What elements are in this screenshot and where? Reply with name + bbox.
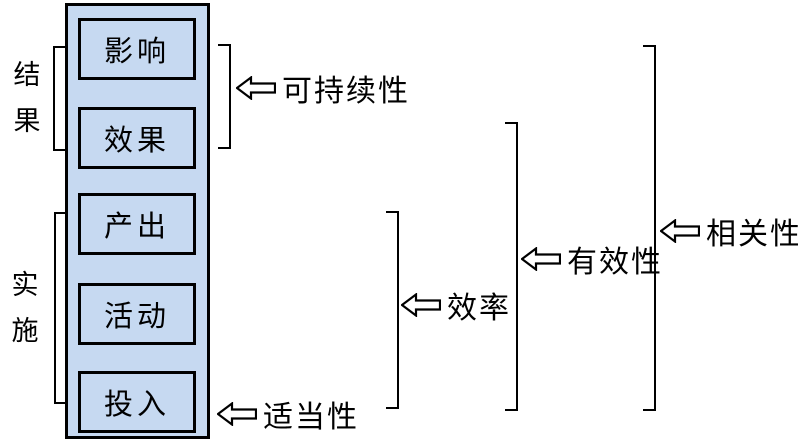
criterion-label: 适当性 — [263, 401, 359, 434]
group-label-results: 结果 — [13, 60, 41, 136]
stage-box-input: 投入 — [78, 371, 196, 433]
bracket-results — [53, 46, 67, 151]
stage-box-outcome: 效果 — [78, 107, 196, 169]
left-arrow-icon — [236, 76, 276, 100]
bracket-implementation — [54, 212, 68, 404]
criterion-label: 可持续性 — [282, 75, 410, 108]
bracket-relevance — [643, 45, 656, 411]
left-arrow-icon — [521, 247, 561, 271]
bracket-effectiveness — [505, 122, 518, 411]
stage-box-output: 产出 — [78, 193, 196, 255]
bracket-sustainability — [218, 44, 231, 149]
criterion-relevance: 相关性 — [660, 213, 798, 251]
criterion-effectiveness: 有效性 — [521, 241, 663, 279]
bracket-efficiency — [386, 211, 399, 409]
criterion-label: 效率 — [447, 292, 511, 325]
left-arrow-icon — [401, 293, 441, 317]
criterion-sustainability: 可持续性 — [236, 70, 410, 108]
stage-box-impact: 影响 — [78, 18, 196, 80]
left-arrow-icon — [217, 402, 257, 426]
criterion-appropriateness: 适当性 — [217, 396, 359, 434]
criterion-label: 有效性 — [567, 246, 663, 279]
stage-box-activity: 活动 — [78, 283, 196, 345]
group-label-implementation: 实施 — [11, 270, 39, 346]
left-arrow-icon — [660, 219, 700, 243]
criterion-efficiency: 效率 — [401, 287, 511, 325]
criterion-label: 相关性 — [706, 218, 798, 251]
